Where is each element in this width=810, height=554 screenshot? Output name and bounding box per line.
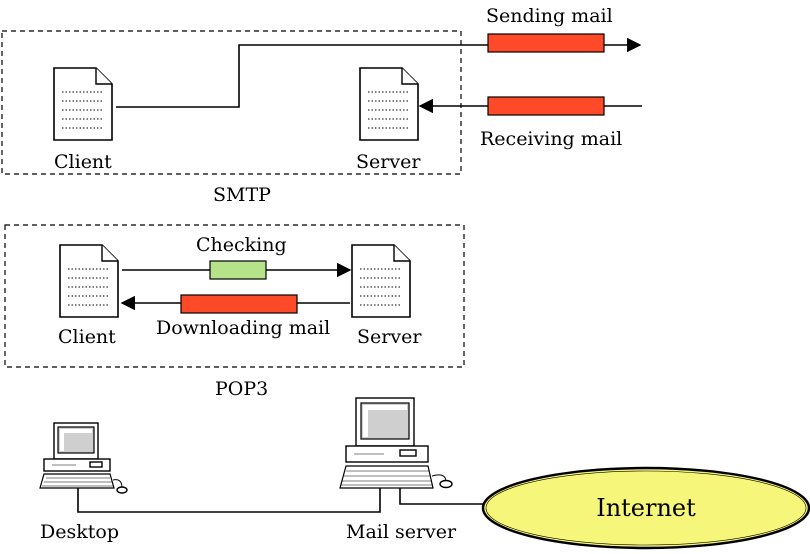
internet-ellipse	[481, 466, 810, 550]
network-section: Desktop Mail server Internet	[39, 397, 810, 550]
pop3-client-document-icon	[59, 244, 119, 318]
smtp-box	[1, 30, 462, 175]
receiving-mail-bar	[487, 96, 605, 116]
checking-bar	[209, 260, 267, 280]
server-to-internet-link	[399, 488, 490, 505]
sending-mail-bar	[487, 33, 605, 53]
pop3-box	[4, 224, 465, 368]
receiving-mail-label: Receiving mail	[480, 128, 622, 150]
sending-mail-arrow	[116, 37, 642, 108]
desktop-computer-icon	[39, 422, 128, 494]
internet-label: Internet	[596, 494, 696, 522]
mail-server-computer-icon	[339, 397, 453, 489]
desktop-to-server-link	[77, 488, 381, 513]
smtp-client-label: Client	[54, 151, 112, 173]
pop3-server-document-icon	[351, 244, 411, 318]
mail-server-label: Mail server	[346, 521, 457, 543]
smtp-server-document-icon	[359, 67, 419, 141]
downloading-mail-bar	[180, 294, 298, 314]
downloading-mail-label: Downloading mail	[156, 317, 330, 339]
internet-ellipse-inner-ring	[485, 470, 807, 546]
checking-label: Checking	[196, 234, 287, 256]
smtp-server-label: Server	[356, 151, 421, 173]
smtp-section: Client Server Sending mail Receiving mai…	[1, 5, 642, 206]
pop3-server-label: Server	[357, 326, 422, 348]
pop3-section: Client Server Checking Downloading mail …	[4, 224, 465, 400]
smtp-client-document-icon	[53, 67, 113, 141]
desktop-label: Desktop	[40, 521, 119, 543]
pop3-label: POP3	[215, 378, 268, 400]
smtp-label: SMTP	[213, 184, 271, 206]
sending-mail-label: Sending mail	[486, 5, 613, 27]
pop3-client-label: Client	[58, 326, 116, 348]
